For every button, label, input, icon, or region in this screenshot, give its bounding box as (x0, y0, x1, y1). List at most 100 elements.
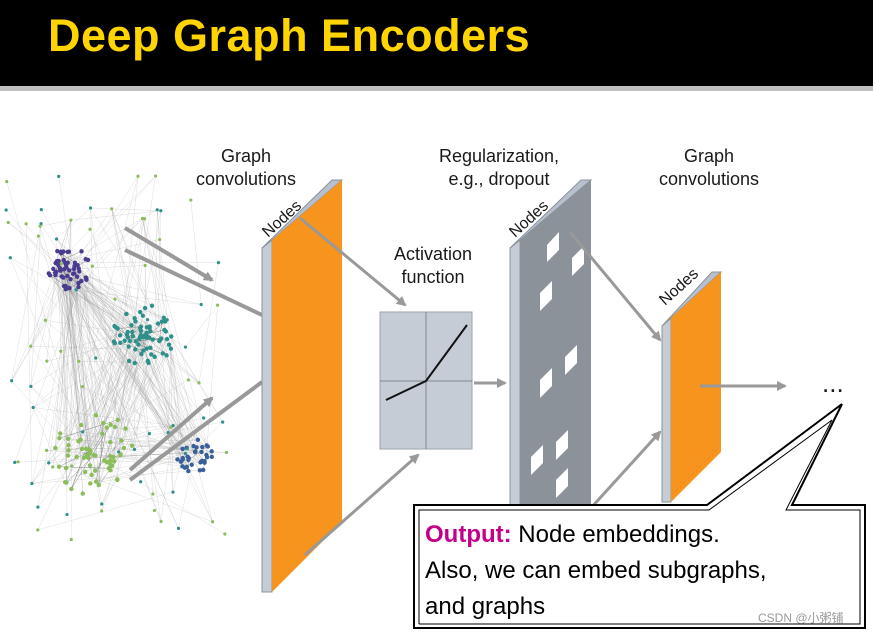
graph-edge (178, 439, 199, 529)
graph-edge (37, 439, 81, 531)
graph-edge (90, 207, 122, 454)
graph-node (63, 283, 68, 289)
graph-edge (146, 321, 166, 337)
graph-node (139, 351, 144, 357)
graph-edge (31, 327, 150, 484)
graph-node (54, 269, 59, 274)
graph-node (38, 224, 42, 228)
graph-edge (143, 350, 201, 463)
graph-node (79, 249, 84, 254)
graph-node (123, 426, 128, 431)
graph-node (145, 318, 150, 322)
graph-node (65, 260, 70, 265)
graph-node (160, 351, 166, 356)
graph-node (124, 332, 130, 337)
graph-edge (60, 351, 111, 461)
graph-edge (65, 264, 182, 462)
graph-edge (78, 176, 139, 269)
graph-edge (68, 251, 93, 267)
graph-node (224, 450, 229, 455)
graph-edge (72, 273, 90, 450)
graph-edge (64, 262, 188, 468)
graph-edge (48, 441, 79, 464)
graph-node (100, 502, 104, 506)
graph-node (216, 261, 221, 265)
graph-edge (142, 336, 188, 457)
graph-edge (30, 220, 72, 387)
graph-edge (78, 268, 115, 462)
graph-edge (111, 208, 207, 446)
graph-edge (55, 447, 135, 450)
graph-edge (53, 268, 186, 348)
encoder-diagram: Graph convolutions Regularization, e.g.,… (4, 146, 866, 629)
graph-edge (90, 208, 97, 416)
graph-edge (55, 274, 168, 320)
graph-edge (134, 360, 148, 450)
graph-node (137, 309, 143, 315)
graph-edge (58, 265, 102, 504)
layer2-gray-face (520, 180, 591, 592)
graph-node (136, 174, 140, 178)
graph-node (140, 313, 146, 318)
label-activation-line2: function (401, 267, 464, 287)
graph-node (178, 459, 184, 464)
graph-edge (172, 425, 203, 462)
graph-node (63, 465, 69, 471)
graph-edge (110, 338, 162, 457)
graph-edge (170, 348, 186, 454)
graph-edge (87, 451, 196, 458)
graph-edge (110, 321, 136, 471)
graph-edge (114, 336, 172, 462)
graph-edge (57, 261, 179, 529)
graph-edge (89, 355, 167, 466)
graph-node (56, 464, 62, 469)
graph-node (195, 437, 201, 443)
graph-node (171, 490, 175, 494)
graph-edge (49, 275, 188, 457)
callout-text: Output: Node embeddings. Also, we can em… (425, 517, 855, 625)
graph-edge (52, 427, 107, 468)
graph-node (30, 481, 34, 486)
graph-edge (63, 251, 68, 515)
graph-edge (110, 349, 136, 471)
layer1-side-panel (261, 238, 273, 593)
callout-line-2: Also, we can embed subgraphs, (425, 557, 767, 584)
graph-node (54, 237, 59, 241)
graph-edge (60, 433, 208, 447)
graph-edge (65, 286, 183, 450)
graph-edge (57, 261, 203, 448)
graph-edge (157, 209, 165, 318)
graph-edge (71, 455, 95, 467)
graph-edge (65, 289, 202, 305)
graph-edge (14, 281, 82, 463)
graph-node (118, 340, 123, 345)
graph-edge (31, 469, 204, 484)
callout-inner-border (418, 419, 861, 625)
graph-edge (55, 262, 150, 434)
graph-edge (33, 339, 153, 408)
graph-node (197, 381, 201, 385)
graph-edge (60, 253, 162, 522)
graph-node (106, 466, 111, 471)
graph-node (205, 444, 211, 449)
label-regularization-line2: e.g., dropout (448, 169, 549, 189)
graph-edge (85, 277, 100, 486)
graph-edge (69, 270, 88, 456)
graph-edge (90, 446, 203, 484)
arrow-graph-to-layer1-c (128, 396, 214, 472)
graph-node (24, 222, 28, 226)
graph-edge (125, 425, 174, 429)
graph-edge (69, 270, 83, 494)
graph-edge (141, 353, 204, 419)
graph-edge (104, 319, 148, 461)
graph-edge (108, 176, 139, 469)
graph-edge (79, 271, 87, 449)
graph-edge (67, 268, 79, 456)
graph-edge (58, 260, 69, 451)
graph-edge (56, 207, 91, 240)
graph-edge (68, 386, 83, 446)
graph-edge (10, 257, 132, 326)
graph-node (142, 217, 147, 221)
arrow-graph-to-layer1-b (124, 248, 263, 317)
callout-line-3: and graphs (425, 593, 546, 620)
